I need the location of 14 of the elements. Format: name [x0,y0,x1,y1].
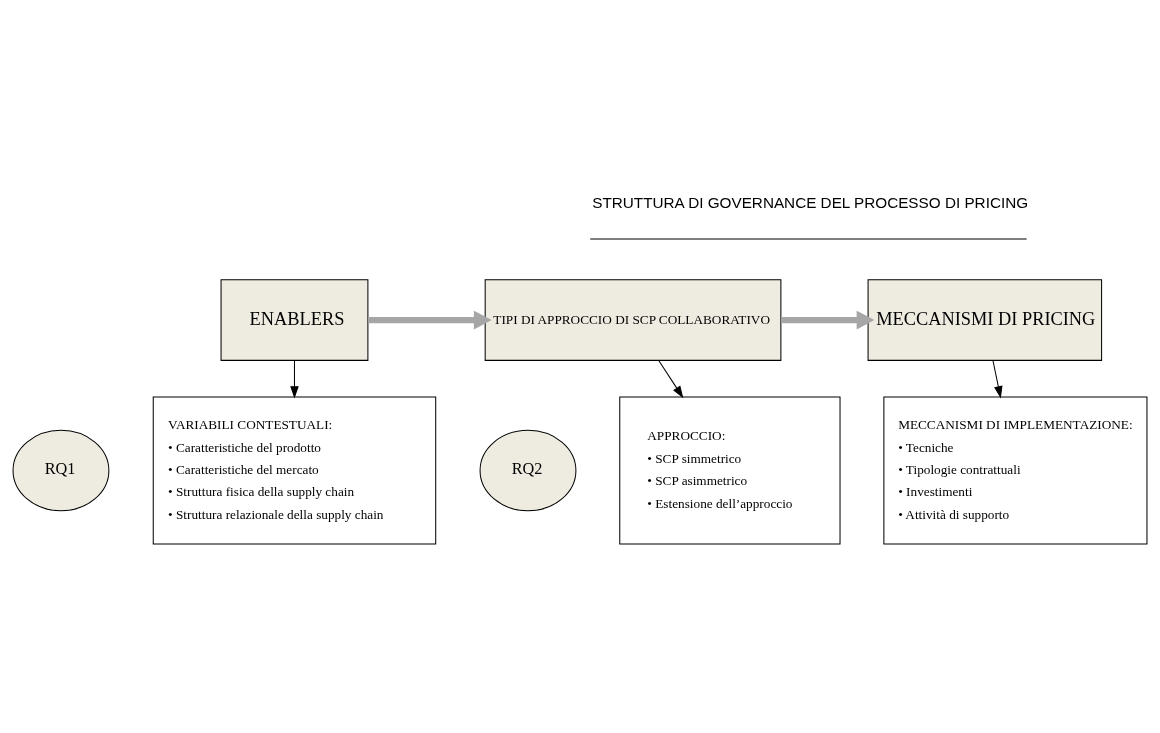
node-ellipse: RQ1 [12,429,110,511]
node-box: MECCANISMI DI PRICING [867,278,1103,361]
node-box: MECCANISMI DI IMPLEMENTAZIONE: • Tecniche • Tipologie contrattuali • Investimenti • Attività di supporto [883,396,1148,544]
arrow [658,359,684,398]
node-box: TIPI DI APPROCCIO DI SCP COLLABORATIVO [484,278,782,361]
arrow [992,359,1003,398]
label: STRUTTURA DI GOVERNANCE DEL PROCESSO DI PRICING [592,193,1029,211]
node-box: ENABLERS [220,278,369,361]
arrow [290,359,299,398]
arrow [368,310,492,329]
node-ellipse: RQ2 [479,429,577,511]
node-box: APPROCCIO: • SCP simmetrico • SCP asimmetrico • Estensione dell’approccio [619,396,841,544]
node-box: VARIABILI CONTESTUALI: • Caratteristiche del prodotto • Caratteristiche del mercato • Struttura fisica della supply chain • Struttura relazionale della supply chain [152,396,437,544]
arrow [781,310,875,329]
